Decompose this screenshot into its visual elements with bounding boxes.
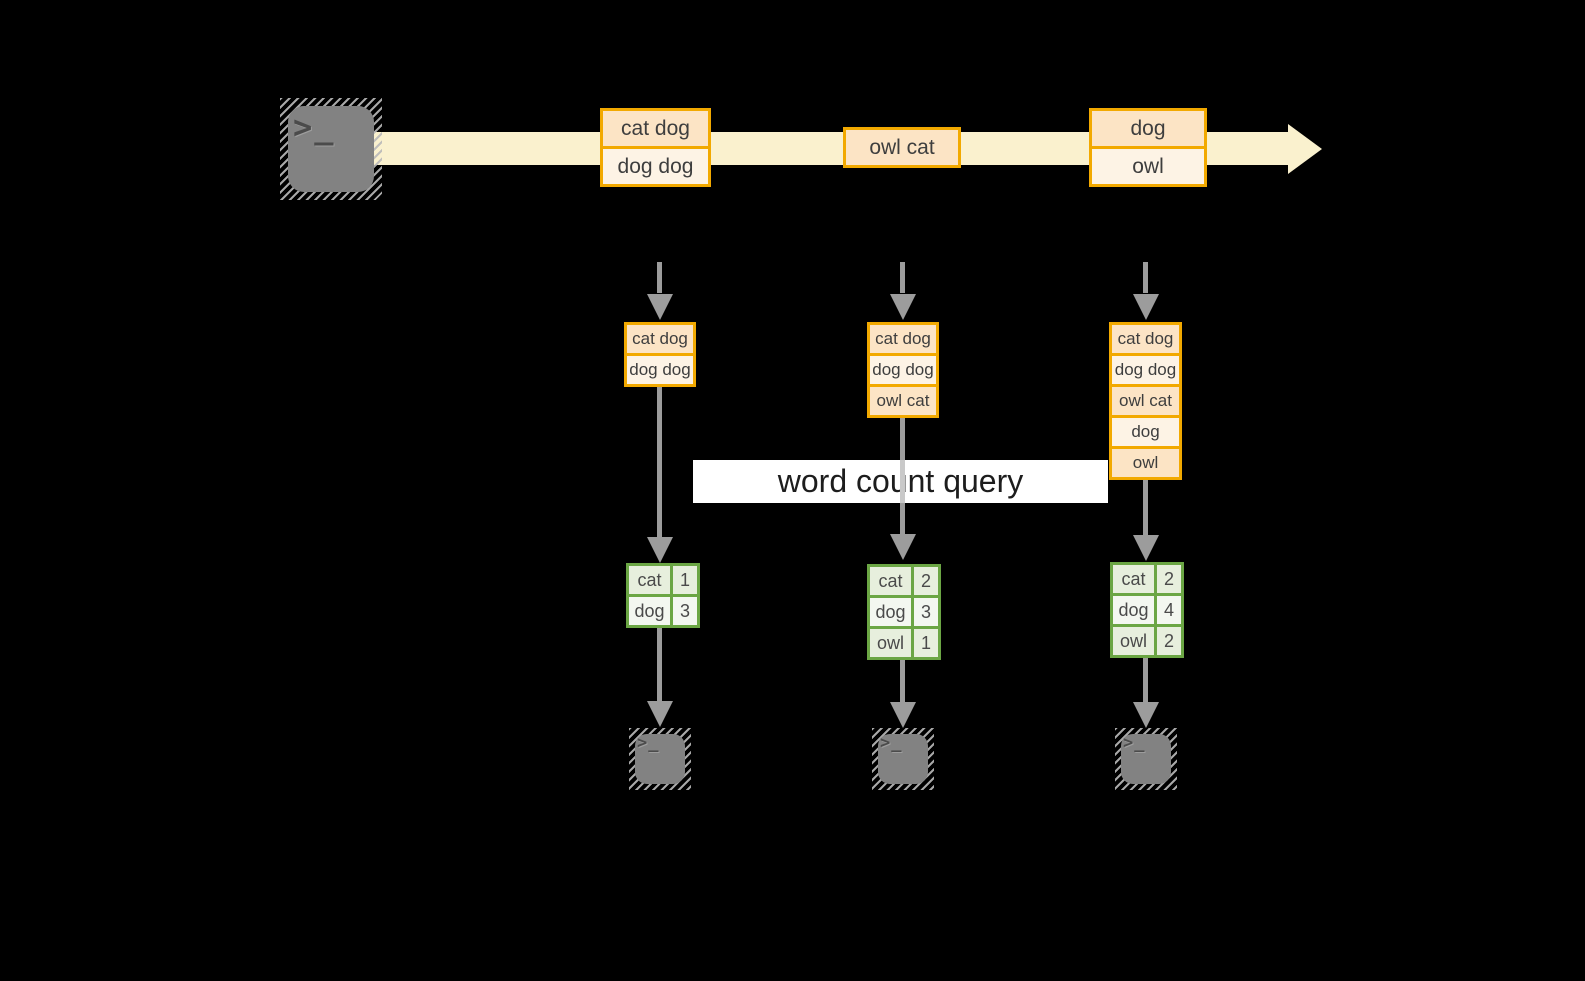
connector-arrowhead-col1 (647, 537, 673, 563)
connector-col2-over-banner (900, 460, 905, 503)
connector-arrowhead-col2 (890, 534, 916, 560)
count-row: dog 3 (629, 594, 697, 625)
buffer-row: owl cat (1112, 384, 1179, 415)
count-table-col3: cat 2 dog 4 owl 2 (1110, 562, 1184, 658)
sink-arrowhead-col1 (647, 701, 673, 727)
buffer-row: cat dog (870, 325, 936, 353)
terminal-screen (878, 734, 928, 784)
count-value: 1 (670, 566, 697, 594)
count-row: dog 3 (870, 595, 938, 626)
count-row: cat 1 (629, 566, 697, 594)
buffer-stack-col2: cat dog dog dog owl cat (867, 322, 939, 418)
sink-arrowhead-col3 (1133, 702, 1159, 728)
count-value: 1 (911, 629, 938, 657)
dashed-arrow-col2 (900, 262, 905, 293)
dashed-arrowhead-col3 (1133, 294, 1159, 320)
count-table-col2: cat 2 dog 3 owl 1 (867, 564, 941, 660)
sink-terminal-icon-col3: >_ (1115, 728, 1177, 790)
count-row: dog 4 (1113, 593, 1181, 624)
count-word: cat (1121, 569, 1146, 589)
event-line: dog dog (603, 146, 708, 184)
dashed-arrow-col3 (1143, 262, 1148, 293)
count-value: 2 (1154, 565, 1181, 593)
stream-event-box-2: owl cat (843, 127, 961, 168)
sink-terminal-icon-col1: >_ (629, 728, 691, 790)
sink-arrowhead-col2 (890, 702, 916, 728)
count-row: owl 2 (1113, 624, 1181, 655)
connector-arrowhead-col3 (1133, 535, 1159, 561)
count-row: cat 2 (1113, 565, 1181, 593)
connector-col1 (657, 387, 662, 537)
count-word: owl (876, 633, 904, 653)
count-table-col1: cat 1 dog 3 (626, 563, 700, 628)
count-word: owl (1119, 631, 1147, 651)
terminal-screen (1121, 734, 1171, 784)
stream-event-box-3: dog owl (1089, 108, 1207, 187)
buffer-row: dog dog (870, 353, 936, 384)
sink-connector-col2 (900, 660, 905, 702)
stream-source-terminal-icon: >_ (280, 98, 382, 200)
buffer-row: owl cat (870, 384, 936, 415)
buffer-row: dog dog (627, 353, 693, 384)
sink-connector-col3 (1143, 658, 1148, 702)
terminal-prompt-glyph: >_ (293, 108, 336, 146)
terminal-screen (635, 734, 685, 784)
count-word: dog (634, 601, 665, 621)
buffer-stack-col3: cat dog dog dog owl cat dog owl (1109, 322, 1182, 480)
count-value: 3 (911, 598, 938, 626)
dashed-arrowhead-col2 (890, 294, 916, 320)
count-value: 2 (1154, 627, 1181, 655)
count-word: cat (878, 571, 903, 591)
buffer-row: cat dog (627, 325, 693, 353)
count-word: dog (1118, 600, 1149, 620)
buffer-row: dog dog (1112, 353, 1179, 384)
terminal-screen (288, 106, 374, 192)
terminal-prompt-glyph: >_ (880, 733, 903, 753)
sink-terminal-icon-col2: >_ (872, 728, 934, 790)
event-line: dog (1092, 111, 1204, 146)
dashed-arrow-col1 (657, 262, 662, 293)
terminal-prompt-glyph: >_ (1123, 733, 1146, 753)
buffer-row: cat dog (1112, 325, 1179, 353)
count-value: 2 (911, 567, 938, 595)
event-line: owl (1092, 146, 1204, 184)
stream-event-box-1: cat dog dog dog (600, 108, 711, 187)
event-line: owl cat (846, 130, 958, 165)
count-row: owl 1 (870, 626, 938, 657)
count-row: cat 2 (870, 567, 938, 595)
stream-arrow-head (1288, 124, 1322, 174)
event-line: cat dog (603, 111, 708, 146)
count-word: dog (875, 602, 906, 622)
count-value: 3 (670, 597, 697, 625)
count-word: cat (637, 570, 662, 590)
buffer-row: owl (1112, 446, 1179, 477)
terminal-prompt-glyph: >_ (637, 733, 660, 753)
buffer-row: dog (1112, 415, 1179, 446)
dashed-arrowhead-col1 (647, 294, 673, 320)
connector-col3 (1143, 480, 1148, 535)
count-value: 4 (1154, 596, 1181, 624)
sink-connector-col1 (657, 628, 662, 701)
buffer-stack-col1: cat dog dog dog (624, 322, 696, 387)
